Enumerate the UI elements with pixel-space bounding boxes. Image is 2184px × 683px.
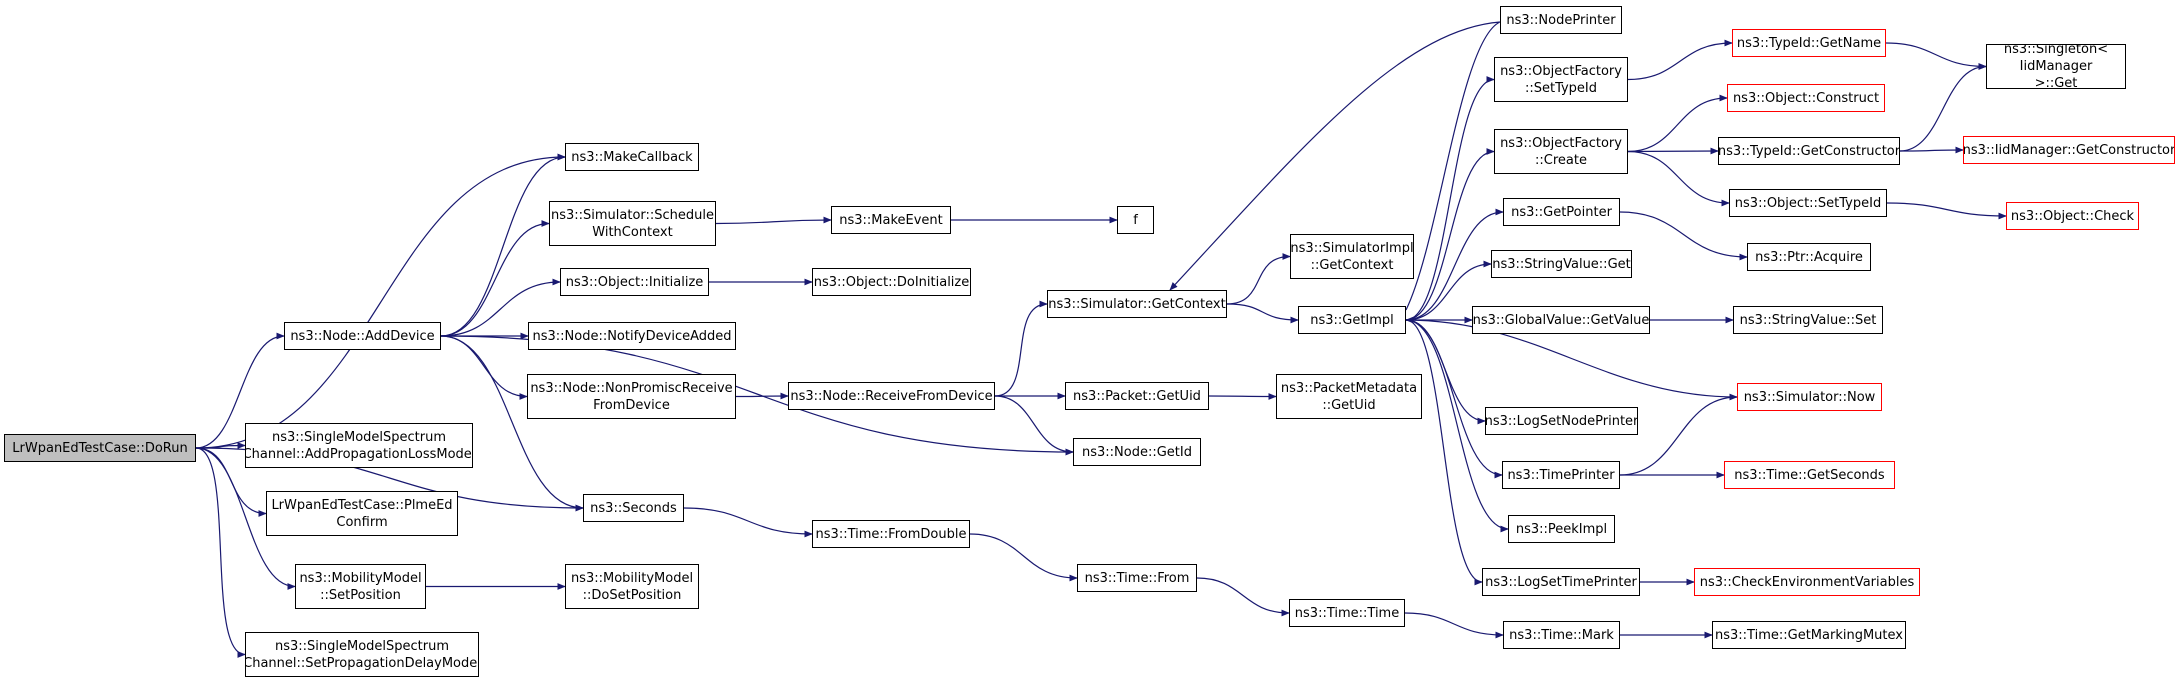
graph-node-recv-from-dev[interactable]: ns3::Node::ReceiveFromDevice [788, 382, 995, 410]
graph-node-time-time[interactable]: ns3::Time::Time [1289, 599, 1405, 627]
graph-edge-add-device-to-seconds [440, 335, 584, 512]
graph-edge-sched-ctx-to-make-event [715, 216, 832, 225]
graph-edge-get-impl-to-time-printer [1405, 319, 1503, 479]
graph-node-type-id-get-name[interactable]: ns3::TypeId::GetName [1732, 29, 1886, 57]
graph-edge-time-from-to-time-time [1196, 577, 1290, 617]
graph-edge-get-impl-to-str-val-get [1405, 260, 1492, 321]
graph-node-add-prop[interactable]: ns3::SingleModelSpectrum Channel::AddPro… [245, 423, 473, 468]
graph-edge-sim-now-to-get-impl [1405, 316, 1738, 398]
graph-edge-root-to-set-pos [195, 447, 296, 590]
graph-edge-add-device-to-obj-init [440, 278, 561, 337]
graph-node-time-get-seconds[interactable]: ns3::Time::GetSeconds [1724, 461, 1895, 489]
graph-node-from-double[interactable]: ns3::Time::FromDouble [812, 520, 970, 548]
graph-node-set-prop-delay[interactable]: ns3::SingleModelSpectrum Channel::SetPro… [245, 632, 479, 677]
graph-node-obj-construct[interactable]: ns3::Object::Construct [1727, 84, 1885, 112]
graph-node-obj-set-type-id[interactable]: ns3::Object::SetTypeId [1729, 189, 1887, 217]
graph-node-sched-ctx[interactable]: ns3::Simulator::Schedule WithContext [549, 201, 716, 246]
graph-node-seconds[interactable]: ns3::Seconds [583, 494, 684, 522]
graph-node-do-init[interactable]: ns3::Object::DoInitialize [812, 268, 971, 296]
graph-edge-non-promisc-to-recv-from-dev [735, 392, 789, 400]
graph-node-type-id-get-ctor[interactable]: ns3::TypeId::GetConstructor [1718, 137, 1900, 165]
graph-edge-get-impl-to-log-set-time-printer [1405, 319, 1483, 586]
graph-edge-recv-from-dev-to-sim-get-ctx [994, 300, 1048, 397]
graph-edge-of-set-type-id-to-type-id-get-name [1627, 39, 1733, 81]
graph-edge-add-device-to-sched-ctx [440, 220, 550, 337]
graph-node-log-set-node-printer[interactable]: ns3::LogSetNodePrinter [1485, 407, 1638, 435]
graph-edge-time-printer-to-sim-now [1619, 393, 1738, 476]
graph-node-add-device[interactable]: ns3::Node::AddDevice [284, 322, 441, 350]
graph-node-do-set-pos[interactable]: ns3::MobilityModel ::DoSetPosition [565, 564, 699, 609]
graph-edge-type-id-get-name-to-singleton-get [1885, 42, 1987, 70]
graph-node-makecallback[interactable]: ns3::MakeCallback [565, 143, 699, 171]
graph-node-non-promisc[interactable]: ns3::Node::NonPromiscReceive FromDevice [527, 374, 736, 419]
graph-edge-get-impl-to-of-set-type-id [1405, 76, 1495, 321]
graph-edge-type-id-get-ctor-to-iid-get-ctor [1899, 146, 1964, 154]
graph-edge-root-to-add-device [195, 332, 285, 449]
graph-node-check-env[interactable]: ns3::CheckEnvironmentVariables [1694, 568, 1920, 596]
graph-edge-get-impl-to-of-create [1405, 148, 1495, 321]
graph-node-sim-impl-ctx[interactable]: ns3::SimulatorImpl ::GetContext [1290, 234, 1414, 279]
graph-node-notify-dev[interactable]: ns3::Node::NotifyDeviceAdded [528, 322, 736, 350]
graph-node-make-event[interactable]: ns3::MakeEvent [831, 206, 951, 234]
graph-node-obj-check[interactable]: ns3::Object::Check [2006, 202, 2139, 230]
graph-edge-from-double-to-time-from [969, 533, 1078, 582]
graph-node-sim-get-ctx[interactable]: ns3::Simulator::GetContext [1047, 290, 1227, 318]
graph-edge-add-device-to-makecallback [440, 153, 566, 337]
graph-edge-seconds-to-from-double [683, 507, 813, 538]
graph-edge-pkt-uid-to-pm-get-uid [1208, 393, 1277, 400]
graph-node-of-create[interactable]: ns3::ObjectFactory ::Create [1494, 129, 1628, 174]
graph-node-log-set-time-printer[interactable]: ns3::LogSetTimePrinter [1482, 568, 1640, 596]
graph-node-pkt-uid[interactable]: ns3::Packet::GetUid [1065, 382, 1209, 410]
graph-node-node-get-id[interactable]: ns3::Node::GetId [1073, 438, 1201, 466]
graph-edge-of-create-to-type-id-get-ctor [1627, 147, 1719, 155]
graph-node-time-from[interactable]: ns3::Time::From [1077, 564, 1197, 592]
graph-edge-root-to-set-prop-delay [195, 447, 246, 658]
graph-edge-get-impl-to-peek-impl [1405, 319, 1509, 533]
graph-node-ptr-acquire[interactable]: ns3::Ptr::Acquire [1747, 243, 1871, 271]
graph-edge-type-id-get-ctor-to-singleton-get [1899, 63, 1987, 152]
graph-edge-time-time-to-time-mark [1404, 612, 1504, 639]
graph-edge-root-to-makecallback [195, 153, 566, 449]
graph-node-node-printer[interactable]: ns3::NodePrinter [1500, 6, 1622, 34]
graph-edge-sim-get-ctx-to-get-impl [1226, 303, 1299, 324]
graph-edge-of-create-to-obj-construct [1627, 94, 1728, 153]
graph-node-sim-now[interactable]: ns3::Simulator::Now [1737, 383, 1882, 411]
graph-node-time-printer[interactable]: ns3::TimePrinter [1502, 461, 1620, 489]
graph-node-f[interactable]: f [1117, 206, 1154, 234]
graph-node-obj-init[interactable]: ns3::Object::Initialize [560, 268, 709, 296]
graph-edge-sim-get-ctx-to-sim-impl-ctx [1226, 253, 1291, 305]
graph-node-get-impl[interactable]: ns3::GetImpl [1298, 306, 1406, 334]
graph-edge-get-impl-to-get-pointer [1405, 208, 1504, 321]
graph-node-str-val-get[interactable]: ns3::StringValue::Get [1491, 250, 1632, 278]
graph-node-str-val-set[interactable]: ns3::StringValue::Set [1733, 306, 1883, 334]
graph-edge-get-impl-to-sim-get-ctx [1170, 21, 1501, 311]
graph-node-of-set-type-id[interactable]: ns3::ObjectFactory ::SetTypeId [1494, 57, 1628, 102]
graph-edge-add-device-to-non-promisc [440, 335, 528, 400]
graph-edge-recv-from-dev-to-node-get-id [994, 395, 1074, 456]
graph-node-get-pointer[interactable]: ns3::GetPointer [1503, 198, 1620, 226]
graph-node-plme-ed[interactable]: LrWpanEdTestCase::PlmeEd Confirm [266, 491, 458, 536]
graph-node-iid-get-ctor[interactable]: ns3::IidManager::GetConstructor [1963, 136, 2175, 164]
graph-node-root[interactable]: LrWpanEdTestCase::DoRun [4, 434, 196, 462]
graph-node-pm-get-uid[interactable]: ns3::PacketMetadata ::GetUid [1276, 374, 1422, 419]
graph-node-time-mark[interactable]: ns3::Time::Mark [1503, 621, 1620, 649]
graph-edge-get-pointer-to-ptr-acquire [1619, 211, 1748, 261]
graph-node-get-marking-mutex[interactable]: ns3::Time::GetMarkingMutex [1712, 621, 1906, 649]
graph-node-gv-get-value[interactable]: ns3::GlobalValue::GetValue [1472, 306, 1650, 334]
graph-edge-of-create-to-obj-set-type-id [1627, 150, 1730, 207]
graph-node-set-pos[interactable]: ns3::MobilityModel ::SetPosition [295, 564, 426, 609]
graph-node-singleton-get[interactable]: ns3::Singleton< IidManager >::Get [1986, 44, 2126, 89]
graph-node-peek-impl[interactable]: ns3::PeekImpl [1508, 515, 1615, 543]
graph-edge-obj-set-type-id-to-obj-check [1886, 202, 2007, 220]
